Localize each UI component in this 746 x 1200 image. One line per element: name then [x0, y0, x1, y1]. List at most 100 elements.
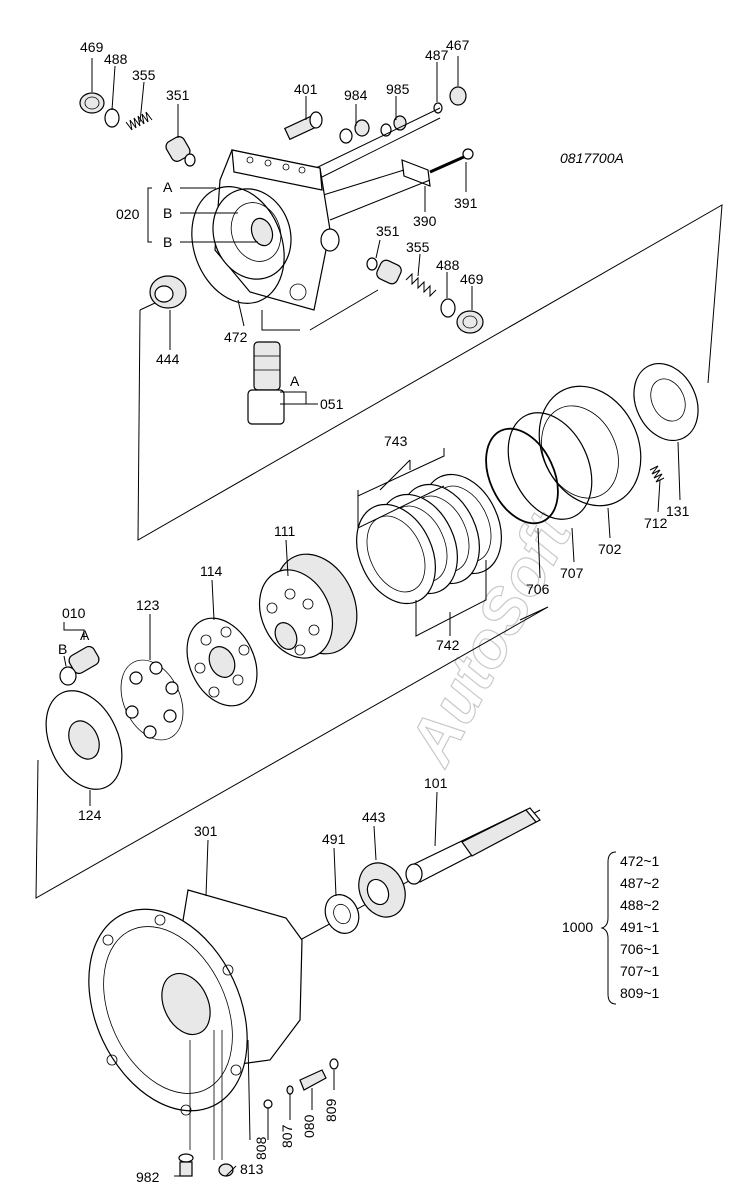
label-111: 111 [274, 523, 295, 539]
part-355-spring-right [405, 272, 437, 298]
part-472-oring [191, 186, 285, 304]
label-807: 807 [279, 1124, 295, 1148]
kit-number: 1000 [562, 919, 593, 935]
label-B-piston: B [58, 641, 67, 657]
label-124: 124 [78, 807, 102, 823]
label-355-top: 355 [132, 67, 156, 83]
label-982: 982 [136, 1169, 160, 1185]
label-301: 301 [194, 823, 218, 839]
label-010: 010 [62, 605, 86, 621]
shaft-housing-group [88, 807, 541, 1177]
label-469-top: 469 [80, 39, 104, 55]
part-114-retainer-plate [186, 617, 258, 707]
label-707: 707 [560, 565, 584, 581]
part-491-oil-seal [324, 894, 360, 934]
kit-item-5: 706~1 [620, 941, 660, 957]
part-301-housing [88, 889, 303, 1160]
part-labels: 469 488 355 351 401 984 985 487 467 A 02… [58, 37, 690, 1185]
label-712: 712 [644, 515, 668, 531]
label-808: 808 [253, 1136, 269, 1160]
part-982-plug [178, 1153, 194, 1177]
part-985-plug-head [393, 115, 407, 131]
part-124-swash-plate [45, 690, 123, 790]
part-488-oring-top [104, 108, 120, 128]
kit-list: 1000 472~1 487~2 488~2 491~1 706~1 707~1… [562, 851, 660, 1005]
part-469-plug-top [79, 92, 105, 114]
label-491: 491 [322, 831, 346, 847]
label-A-piston: A [80, 627, 90, 643]
part-469-plug-right [456, 310, 484, 334]
label-401: 401 [294, 81, 318, 97]
label-A-cover: A [163, 179, 173, 195]
label-B-cover-2: B [163, 234, 172, 250]
valve-cover-group [79, 86, 484, 425]
label-390: 390 [413, 213, 437, 229]
label-351-top: 351 [166, 87, 190, 103]
part-809-oring [329, 1058, 339, 1070]
part-051-relief-valve [247, 341, 285, 425]
part-351-spool-top [165, 136, 196, 167]
part-702-brake-piston [538, 385, 642, 507]
label-742: 742 [436, 637, 460, 653]
part-443-bearing [358, 862, 406, 918]
label-391: 391 [454, 195, 478, 211]
part-391-bolt [429, 148, 474, 174]
part-984-plug [339, 128, 353, 144]
part-742-743-friction-plates [356, 473, 502, 605]
label-809: 809 [323, 1098, 339, 1122]
part-444-bearing [149, 275, 187, 309]
kit-item-2: 487~2 [620, 875, 660, 891]
part-488-oring-right [440, 298, 456, 318]
part-010-piston [59, 645, 100, 686]
kit-item-6: 707~1 [620, 963, 660, 979]
part-101-shaft [405, 807, 541, 885]
label-101: 101 [424, 775, 448, 791]
label-051: 051 [320, 396, 344, 412]
label-B-cover-1: B [163, 205, 172, 221]
kit-item-7: 809~1 [620, 985, 660, 1001]
label-114: 114 [200, 563, 223, 579]
label-743: 743 [384, 433, 408, 449]
kit-item-3: 488~2 [620, 897, 660, 913]
part-111-cylinder-block [258, 553, 358, 659]
part-808-ball [263, 1099, 273, 1109]
part-706-ring [485, 427, 559, 525]
part-401-bolt [283, 111, 323, 141]
label-351-right: 351 [376, 223, 400, 239]
part-080-plunger [299, 1069, 327, 1091]
label-706: 706 [526, 581, 550, 597]
label-467: 467 [446, 37, 470, 53]
label-355-right: 355 [406, 239, 430, 255]
label-702: 702 [598, 541, 622, 557]
part-813-plug [218, 1163, 234, 1177]
part-131-valve-plate [633, 362, 699, 442]
label-985: 985 [386, 81, 410, 97]
part-707-ring [507, 412, 593, 520]
label-472: 472 [224, 329, 248, 345]
part-712-spring [649, 465, 665, 483]
brake-cylinder-group [45, 362, 699, 790]
label-488-top: 488 [104, 51, 128, 67]
drawing-number: 0817700A [560, 150, 624, 166]
label-984: 984 [344, 87, 368, 103]
label-123: 123 [136, 597, 160, 613]
kit-item-1: 472~1 [620, 853, 660, 869]
label-A-relief: A [290, 373, 300, 389]
part-355-spring-top [125, 111, 153, 131]
part-467-plug [449, 86, 467, 106]
label-443: 443 [362, 809, 386, 825]
label-488-right: 488 [436, 257, 460, 273]
label-080: 080 [301, 1114, 317, 1138]
label-020: 020 [116, 206, 140, 222]
part-807-pin [286, 1085, 294, 1095]
part-020-valve-cover [212, 149, 340, 311]
part-487-oring [433, 102, 443, 114]
label-487: 487 [425, 47, 449, 63]
label-444: 444 [156, 351, 180, 367]
label-813: 813 [240, 1161, 264, 1177]
leader-lines [63, 56, 681, 1177]
label-131: 131 [666, 503, 690, 519]
kit-item-4: 491~1 [620, 919, 660, 935]
part-984-plug-head [354, 119, 370, 137]
